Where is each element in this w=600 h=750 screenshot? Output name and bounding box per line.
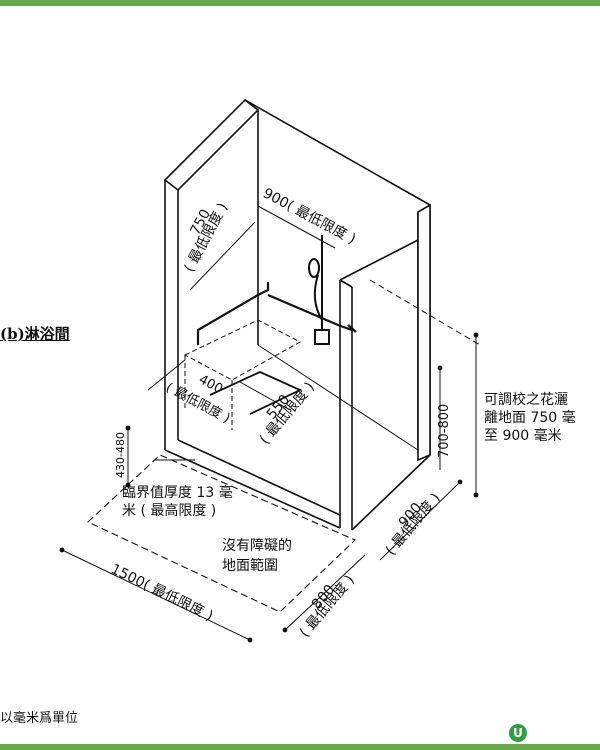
grab-bars bbox=[196, 282, 357, 345]
bottom-border-bar bbox=[0, 744, 600, 750]
shower-note-line-2: 離地面 750 毫 bbox=[484, 410, 576, 426]
clear-space-label-1: 沒有障礙的 bbox=[222, 537, 292, 554]
dim-showerhead-height: 700-800 bbox=[437, 404, 452, 458]
dim-seat-width-1: 400 bbox=[196, 372, 225, 397]
top-border-bar bbox=[0, 0, 600, 6]
threshold-label-2: 米 ( 最高限度 ) bbox=[122, 502, 216, 519]
brand-logo: U bbox=[509, 724, 527, 742]
seat-outline bbox=[183, 319, 302, 430]
threshold-label-1: 臨界值厚度 13 毫 bbox=[122, 484, 233, 501]
section-title: (b)淋浴間 bbox=[0, 325, 70, 343]
shower-note-line-3: 至 900 毫米 bbox=[484, 428, 562, 444]
shower-walls bbox=[163, 98, 431, 531]
dim-opening-2: ( 最低限度 ) bbox=[297, 572, 358, 640]
shower-fixture bbox=[308, 235, 330, 345]
unit-footnote: 以毫米爲單位 bbox=[0, 711, 79, 726]
clear-floor-outline bbox=[87, 454, 356, 613]
dim-front-width: 1500( 最低限度 ) bbox=[108, 561, 215, 624]
shower-note-line-1: 可調校之花灑 bbox=[484, 392, 568, 408]
dim-seat-height: 430-480 bbox=[114, 432, 127, 478]
dim-back-width: 900( 最低限度 ) bbox=[260, 185, 358, 247]
dimension-ticks bbox=[59, 332, 479, 643]
dimension-lines bbox=[61, 205, 481, 641]
clear-space-label-2: 地面範圍 bbox=[222, 557, 278, 574]
